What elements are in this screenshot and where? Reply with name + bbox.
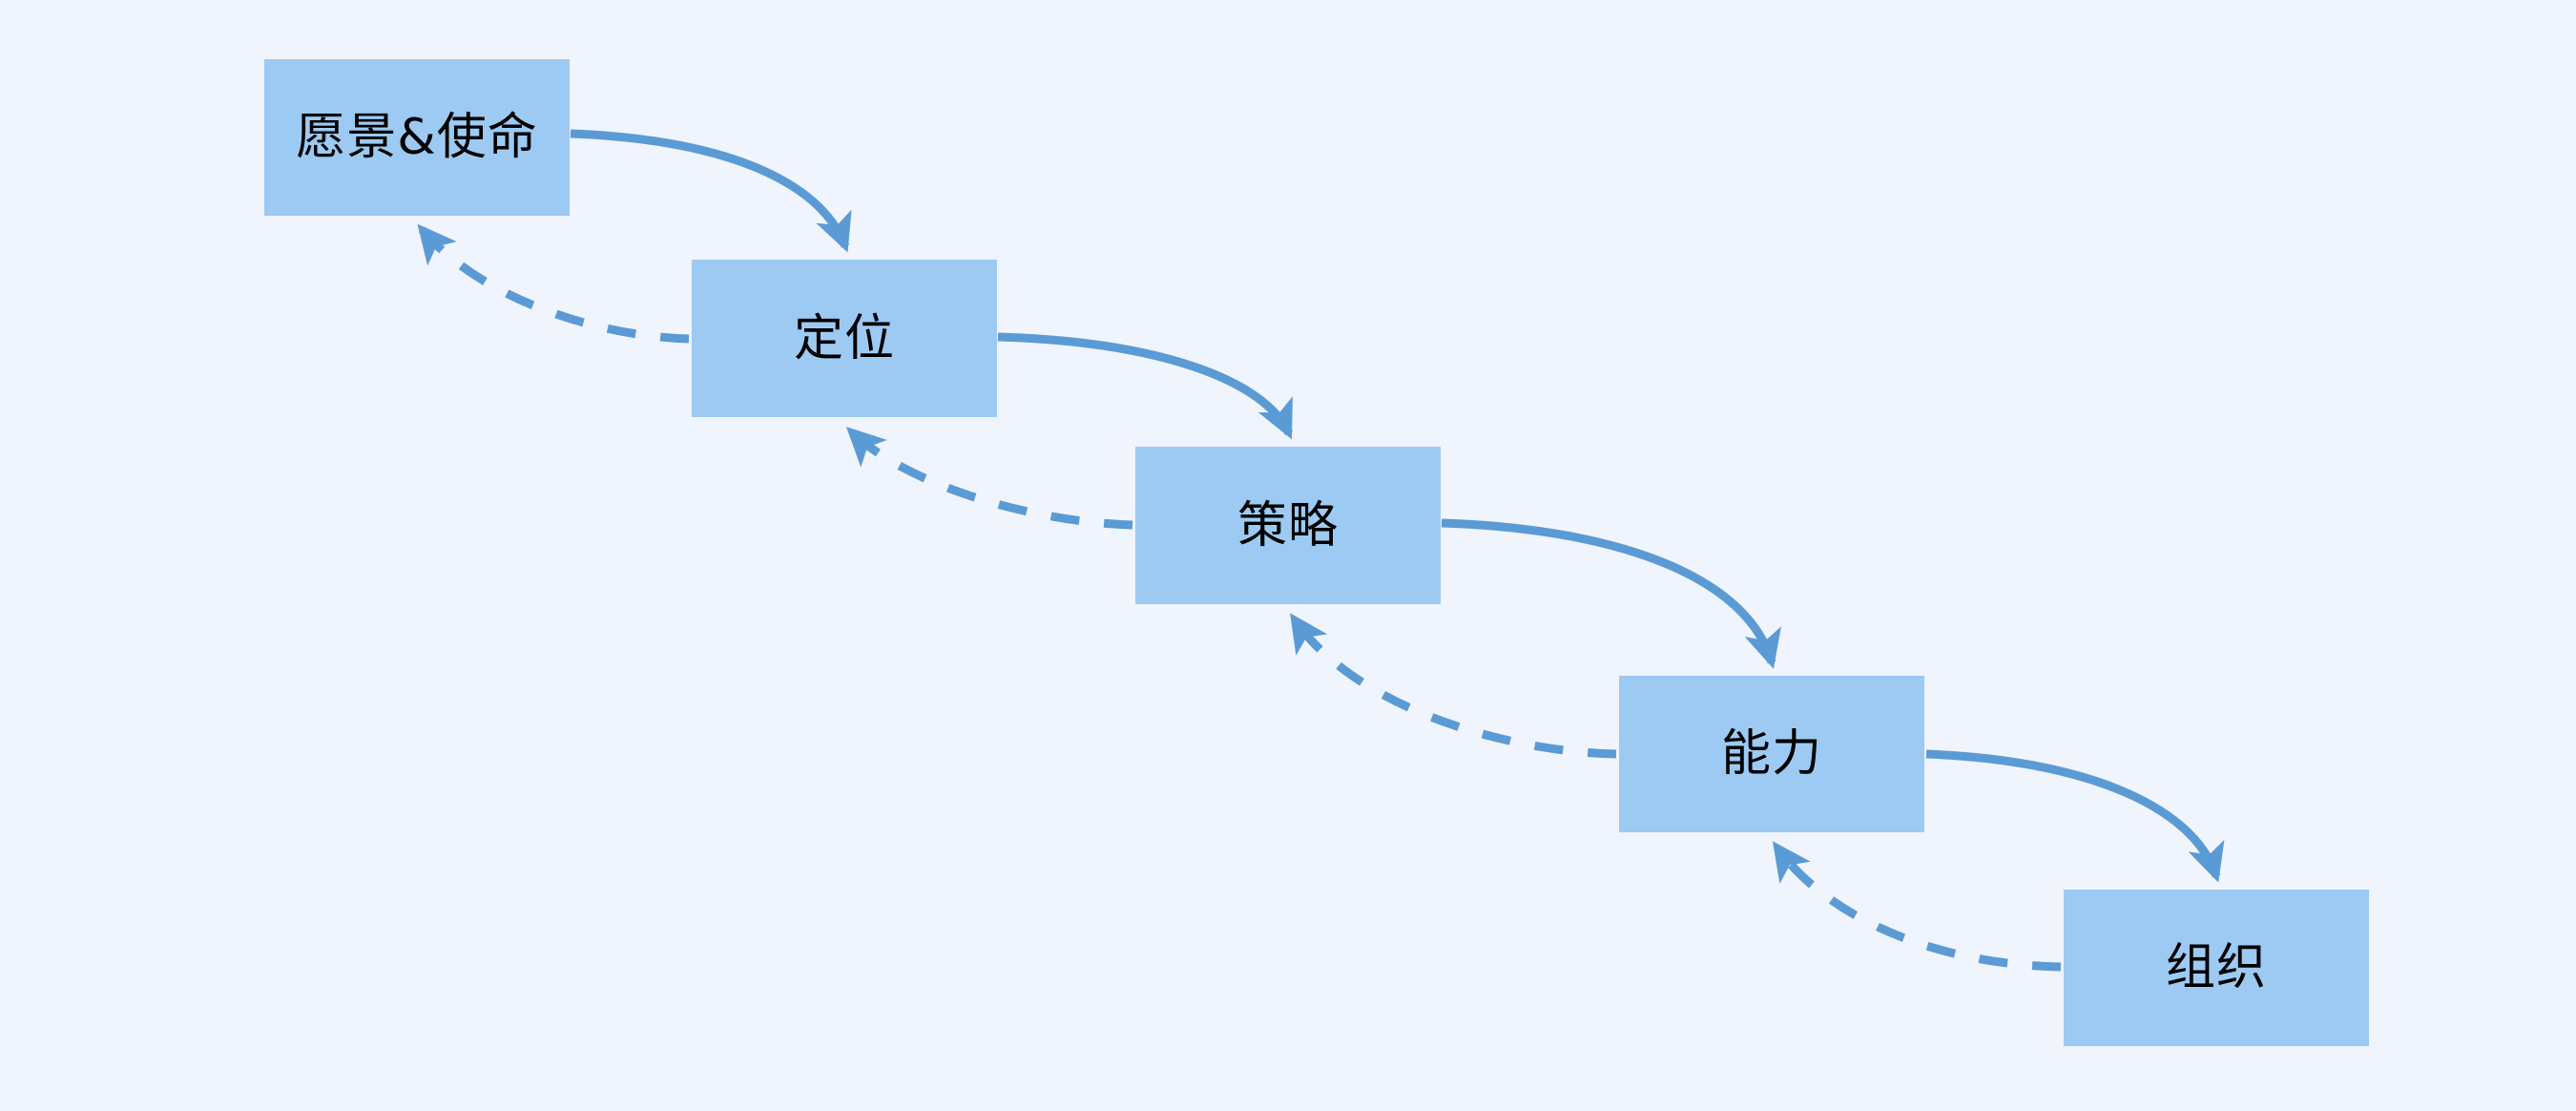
node-capability-label: 能力 — [1720, 725, 1822, 783]
node-positioning-label: 定位 — [793, 309, 895, 367]
edge-capability-to-strategy — [1290, 613, 1617, 759]
edge-positioning-to-vision — [417, 223, 690, 344]
node-capability[interactable]: 能力 — [1619, 676, 1924, 832]
edge-organization-to-capability — [1772, 841, 2062, 972]
node-vision-label: 愿景&使命 — [296, 109, 538, 166]
node-strategy-label: 策略 — [1236, 496, 1339, 555]
node-vision[interactable]: 愿景&使命 — [264, 59, 570, 216]
node-strategy[interactable]: 策略 — [1135, 447, 1441, 604]
node-organization[interactable]: 组织 — [2064, 890, 2369, 1046]
edge-capability-to-organization — [1925, 749, 2225, 883]
edge-strategy-to-capability — [1441, 518, 1781, 669]
edge-positioning-to-strategy — [997, 332, 1294, 440]
node-positioning[interactable]: 定位 — [692, 260, 997, 417]
node-organization-label: 组织 — [2165, 939, 2267, 996]
edge-vision-to-positioning — [570, 129, 852, 253]
edge-strategy-to-positioning — [845, 427, 1133, 530]
